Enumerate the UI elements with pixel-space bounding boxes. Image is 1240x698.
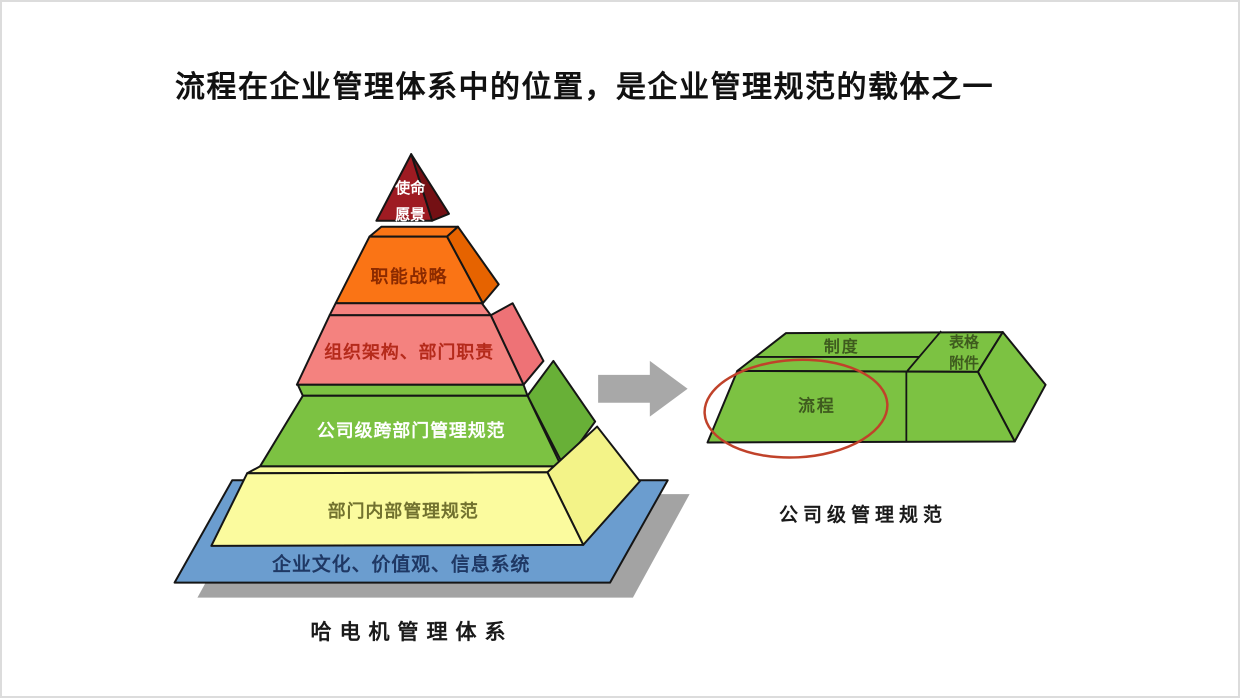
slab-label-forms-line2: 附件 <box>949 354 979 372</box>
pyramid-layer-dept-label: 部门内部管理规范 <box>328 500 479 521</box>
pyramid-layer-mission-front <box>375 153 434 222</box>
slab-diagram: 制度 表格 附件 流程 <box>703 330 1047 459</box>
pyramid-layer-org-top <box>328 302 492 317</box>
pyramid-layer-company-side <box>526 359 597 467</box>
page-title: 流程在企业管理体系中的位置，是企业管理规范的载体之一 <box>175 71 994 104</box>
pyramid-layer-dept-front <box>210 471 585 547</box>
pyramid-layer-company-label: 公司级跨部门管理规范 <box>317 419 506 440</box>
process-highlight-ellipse <box>703 358 889 459</box>
slab-front-face <box>706 369 1016 444</box>
pyramid-layer-company-top <box>296 383 529 397</box>
pyramid-layer-strategy-label: 职能战略 <box>370 265 447 286</box>
pyramid-caption: 哈电机管理体系 <box>310 620 514 644</box>
pyramid-layer-org-label: 组织架构、部门职责 <box>324 341 494 362</box>
slab-top-diagonal-line <box>906 330 942 372</box>
slab-caption: 公司级管理规范 <box>778 505 947 526</box>
pyramid-layer-mission-label-line2: 愿景 <box>395 206 425 224</box>
pyramid-layer-mission-label-line1: 使命 <box>394 179 426 197</box>
pyramid-layer-strategy-top <box>368 225 459 238</box>
slab-label-process: 流程 <box>798 396 836 416</box>
pyramid-layer-culture-label: 企业文化、价值观、信息系统 <box>271 553 530 576</box>
right-arrow-icon <box>598 360 688 417</box>
slab-label-forms-line1: 表格 <box>949 333 980 351</box>
slab-label-regulations: 制度 <box>824 337 860 356</box>
pyramid-diagram: 企业文化、价值观、信息系统 使命 愿景 职能战略 组织架构、部门职责 公司级跨部… <box>173 153 690 598</box>
